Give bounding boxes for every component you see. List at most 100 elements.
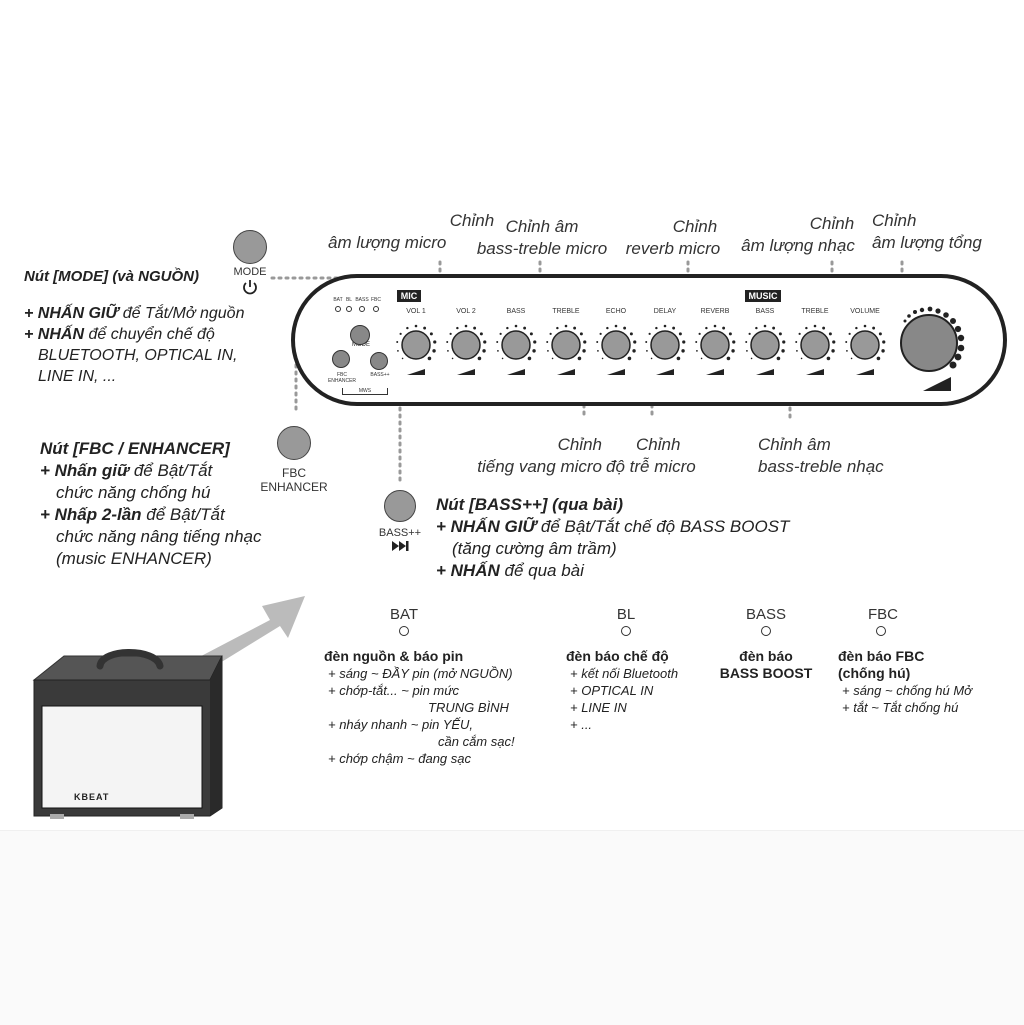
mode-note-line-4: LINE IN, ... [38,368,117,385]
indicator-bat-line-3: TRUNG BÌNH [428,700,509,715]
panel-knob-label-10: VOLUME [850,308,880,315]
panel-led-label-3: BASS [355,297,369,303]
indicator-bl-line-4: + ... [570,717,593,732]
callout-music-bass-treble-2: bass-treble nhạc [758,457,884,476]
bass-plus-button-label: BASS++ [378,527,422,539]
panel-knob-7[interactable] [695,324,736,375]
indicator-bl-line-3: + LINE IN [570,700,627,715]
callout-mic-bass-treble-1: Chỉnh âm [505,217,579,236]
fbc-note-line-1: + Nhấn giữ để Bật/Tắt [40,460,262,482]
mode-note-line-2-text: để chuyển chế độ [84,326,215,343]
indicator-bl-line-1: + kết nối Bluetooth [570,666,679,681]
fbc-button-label-2: ENHANCER [260,480,328,494]
callout-echo-1: Chỉnh [557,435,602,454]
panel-knob-label-5: ECHO [605,308,627,315]
callout-mic-volume: Chỉnh âm lượng micro [322,210,562,254]
master-volume-knob[interactable] [895,305,975,395]
panel-fbc-button[interactable] [332,350,350,368]
bass-note-line-1: + NHẤN GIỮ để Bật/Tắt chế độ BASS BOOST [436,516,789,538]
panel-knob-label-9: TREBLE [801,308,829,315]
panel-knob-10[interactable] [845,324,886,375]
callout-reverb-2: reverb micro [625,239,721,258]
speaker-illustration [32,649,223,819]
panel-led-2 [346,306,352,312]
panel-knob-2[interactable] [446,324,487,375]
mic-tag: MIC [397,290,421,302]
callout-mic-bass-treble-2: bass-treble micro [476,239,608,258]
indicator-bat-line-4: + nháy nhanh ~ pin YẾU, [328,717,474,732]
callout-music-bass-treble: Chỉnh âm bass-treble nhạc [758,434,908,478]
fbc-note-line-1-bold: + Nhấn giữ [40,461,130,480]
callout-echo: Chỉnh tiếng vang micro [454,434,602,478]
indicator-bat-led [399,626,409,636]
indicator-fbc-title-1: đèn báo FBC [838,648,925,664]
panel-knob-label-3: BASS [506,308,526,315]
callout-master-volume-2: âm lượng tổng [872,233,982,252]
panel-mode-label: MODE [352,342,370,348]
power-icon [243,280,257,295]
fbc-note: Nút [FBC / ENHANCER] + Nhấn giữ để Bật/T… [40,438,262,570]
fbc-note-line-3-text: để Bật/Tắt [141,505,225,524]
play-next-icon [392,541,409,551]
indicator-bl-desc: đèn báo chế độ + kết nối Bluetooth + OPT… [566,648,678,733]
indicator-bass-name: BASS [745,606,787,623]
mode-note: Nút [MODE] (và NGUỒN) + NHẤN GIỮ để Tắt/… [24,266,244,387]
bottom-background [0,830,1024,1025]
indicator-fbc-line-1: + sáng ~ chống hú Mở [842,683,972,698]
panel-knob-label-7: REVERB [700,308,730,315]
panel-bass-label: BASS++ [370,372,390,378]
indicator-bl-title: đèn báo chế độ [566,648,669,664]
indicator-bat-desc: đèn nguồn & báo pin + sáng ~ ĐẦY pin (mở… [324,648,515,767]
indicator-fbc-led [876,626,886,636]
indicator-bass-led [761,626,771,636]
panel-knob-5[interactable] [596,324,637,375]
panel-knob-3[interactable] [496,324,537,375]
music-tag: MUSIC [745,290,781,302]
callout-music-volume-2: âm lượng nhạc [741,236,855,255]
panel-mode-button[interactable] [350,325,370,345]
mode-note-line-2: + NHẤN để chuyển chế độ [24,324,244,345]
panel-knob-8[interactable] [745,324,786,375]
fbc-enhancer-button[interactable] [277,426,311,460]
callout-mic-bass-treble: Chỉnh âm bass-treble micro [470,216,614,260]
bass-note-line-2: (tăng cường âm trầm) [452,539,617,558]
indicator-bat-line-6: + chớp chậm ~ đang sạc [328,751,471,766]
mode-note-title: Nút [MODE] (và NGUỒN) [24,268,199,285]
panel-knob-6[interactable] [645,324,686,375]
panel-knob-label-2: VOL 2 [456,308,476,315]
callout-delay: Chỉnh độ trễ micro [606,434,716,478]
bass-note-line-3-bold: + NHẤN [436,561,500,580]
fbc-note-line-3-bold: + Nhấp 2-lần [40,505,142,524]
mode-note-line-3: BLUETOOTH, OPTICAL IN, [38,347,238,364]
indicator-bat-title: đèn nguồn & báo pin [324,648,464,664]
speaker-logo: KBEAT [74,792,110,802]
indicator-bass-title-1: đèn báo [739,648,793,664]
indicator-fbc-title-2: (chống hú) [838,665,911,681]
callout-mic-volume-2: âm lượng micro [328,233,447,252]
fbc-button-label-1: FBC [282,466,306,480]
bass-note-line-3: + NHẤN để qua bài [436,560,789,582]
panel-knob-1[interactable] [396,324,437,375]
callout-music-bass-treble-1: Chỉnh âm [758,435,831,454]
callout-master-volume-1: Chỉnh [872,211,917,230]
fbc-button-label: FBC ENHANCER [254,466,334,494]
indicator-bat-line-2: + chớp-tắt... ~ pin mức [328,683,459,698]
mode-button[interactable] [233,230,267,264]
bass-plus-button[interactable] [384,490,416,522]
panel-knob-9[interactable] [795,324,836,375]
mode-note-line-1-bold: + NHẤN GIỮ [24,305,119,322]
indicator-fbc-name: FBC [868,606,898,623]
panel-bass-button[interactable] [370,352,388,370]
indicator-bl-led [621,626,631,636]
callout-echo-2: tiếng vang micro [477,457,602,476]
panel-led-4 [373,306,379,312]
fbc-note-line-1-text: để Bật/Tắt [129,461,213,480]
fbc-note-line-3: + Nhấp 2-lần để Bật/Tắt [40,504,262,526]
panel-knob-4[interactable] [546,324,587,375]
indicator-fbc-line-2: + tắt ~ Tắt chống hú [842,700,959,715]
bass-note-title: Nút [BASS++] (qua bài) [436,495,624,514]
callout-reverb-1: Chỉnh [672,217,718,236]
callout-master-volume: Chỉnh âm lượng tổng [872,210,1004,254]
bass-note: Nút [BASS++] (qua bài) + NHẤN GIỮ để Bật… [436,494,789,582]
fbc-note-line-4: chức năng nâng tiếng nhạc [56,527,262,546]
